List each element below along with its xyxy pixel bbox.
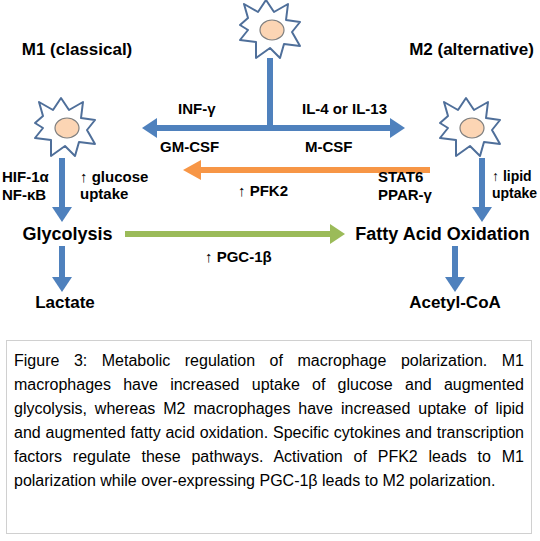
flow-arrow [52, 246, 72, 292]
pathway-node: Glycolysis [10, 222, 125, 246]
macrophage-node: M2 (alternative) [405, 40, 538, 158]
node-text: Fatty Acid Oxidation [345, 222, 540, 246]
macrophage-node: M1 (classical) [12, 40, 142, 158]
factor-label: IL-4 or IL-13 [302, 100, 387, 117]
arrow-shaft [125, 231, 332, 237]
cell-nucleus [460, 118, 484, 138]
arrow-shaft [452, 246, 458, 279]
flow-arrow [142, 118, 405, 138]
product-node: Acetyl-CoA [400, 292, 510, 314]
flow-arrow [445, 246, 465, 292]
factor-label: INF-γ [178, 100, 216, 117]
arrow-head [390, 118, 405, 138]
factor-label: HIF-1α [2, 168, 49, 185]
arrow-shaft [155, 125, 392, 131]
cell-heading: M1 (classical) [12, 40, 142, 60]
factor-label: PPAR-γ [378, 186, 432, 203]
stem-line [267, 58, 273, 126]
pathway-node: Fatty Acid Oxidation [345, 222, 540, 246]
factor-label: ↑ PFK2 [238, 182, 288, 199]
arrow-head [52, 207, 72, 222]
pfk2-arrow-head [183, 160, 201, 180]
cell-heading: M2 (alternative) [405, 40, 538, 60]
factor-label: M-CSF [305, 138, 353, 155]
factor-label: STAT6 [378, 168, 423, 185]
flow-arrow [472, 158, 492, 222]
caption-text: Figure 3: Metabolic regulation of macrop… [14, 349, 524, 493]
cell-outline [35, 98, 95, 156]
flow-arrow [125, 224, 345, 244]
cell-nucleus [55, 118, 79, 138]
arrow-shaft [59, 158, 65, 209]
macrophage-cell [240, 0, 300, 58]
factor-label: ↑ lipid uptake [492, 168, 540, 202]
macrophage-cell [33, 96, 97, 160]
arrow-head [330, 224, 345, 244]
cell-outline [240, 0, 300, 58]
node-text: Acetyl-CoA [400, 292, 510, 314]
node-text: Lactate [20, 292, 110, 314]
factor-label: NF-κB [2, 186, 46, 203]
factor-label: GM-CSF [160, 138, 219, 155]
flow-arrow [52, 158, 72, 222]
arrow-head [472, 207, 492, 222]
arrow-head [52, 277, 72, 292]
macrophage-cell [438, 96, 502, 160]
edge-label: ↑ PGC-1β [205, 248, 272, 265]
arrow-head [445, 277, 465, 292]
cell-nucleus [260, 20, 284, 40]
caption-box: Figure 3: Metabolic regulation of macrop… [6, 340, 532, 534]
arrow-shaft [59, 246, 65, 279]
arrow-head [142, 118, 157, 138]
node-text: Glycolysis [10, 222, 125, 246]
factor-label: ↑ glucose uptake [80, 168, 160, 202]
product-node: Lactate [20, 292, 110, 314]
arrow-shaft [479, 158, 485, 209]
cell-outline [440, 98, 500, 156]
